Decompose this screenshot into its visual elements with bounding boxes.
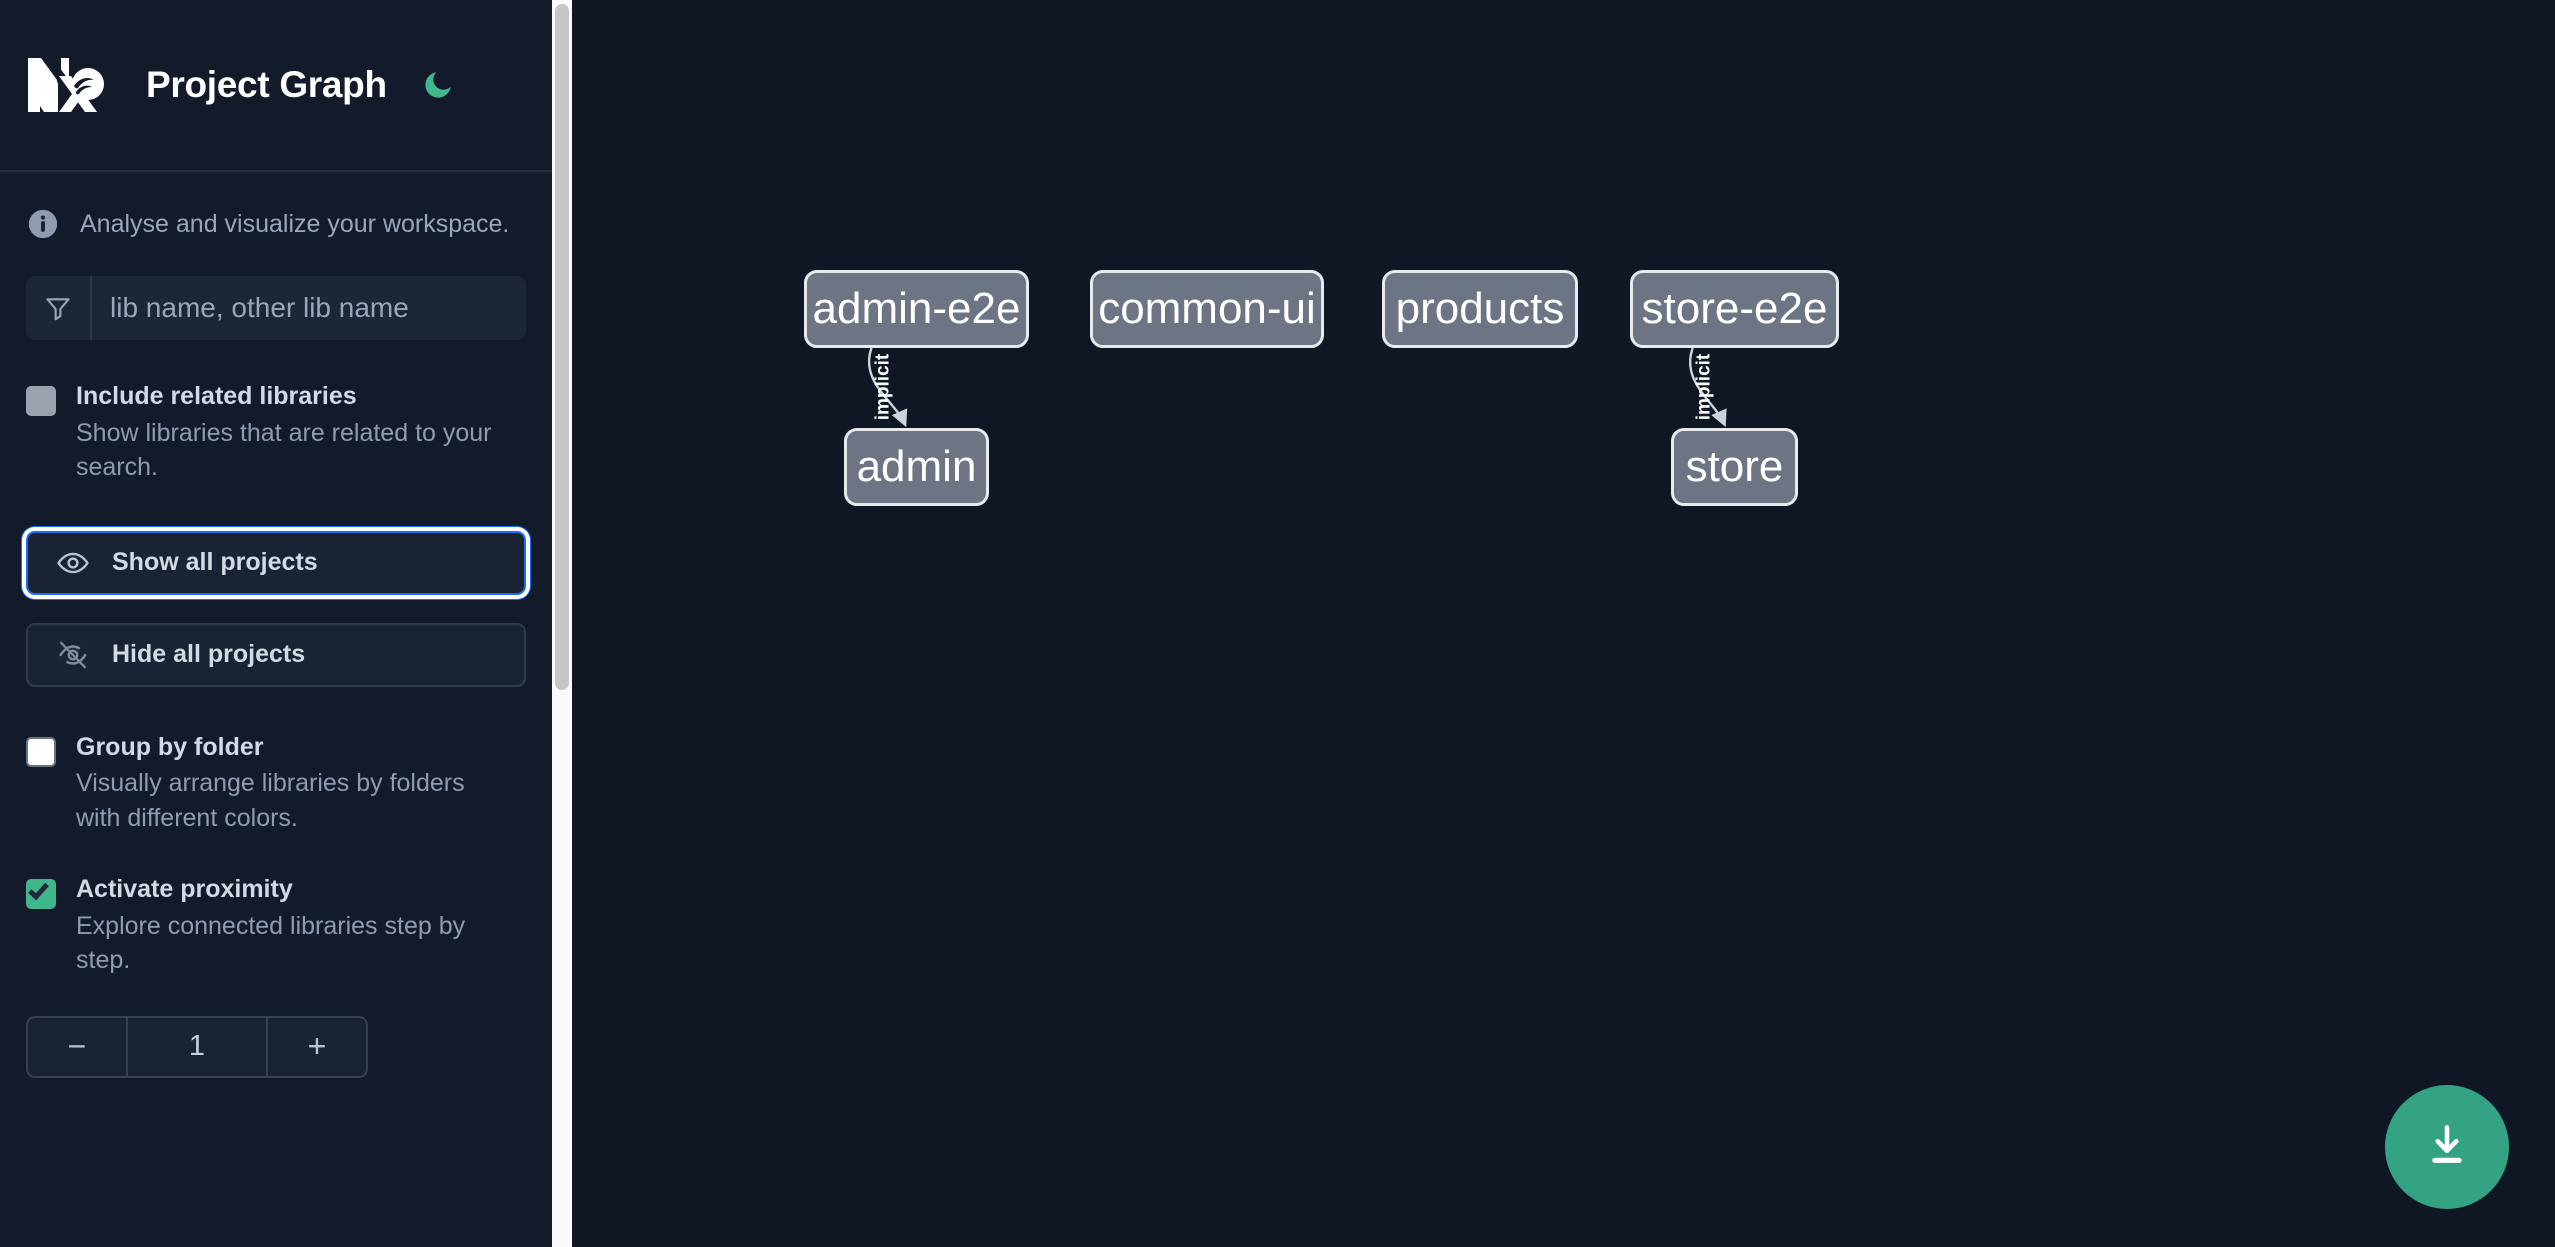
- search-input[interactable]: [92, 276, 526, 340]
- graph-edge-label: implicit: [1692, 353, 1714, 421]
- download-icon: [2421, 1120, 2473, 1175]
- graph-node-store-e2e[interactable]: store-e2e: [1630, 270, 1839, 348]
- graph-edge-store-e2e-to-store: [1689, 347, 1727, 428]
- info-circle-icon: [26, 207, 60, 241]
- show-all-projects-button[interactable]: Show all projects: [26, 530, 526, 595]
- include-related-libraries-description: Show libraries that are related to your …: [76, 418, 492, 482]
- graph-node-label: products: [1395, 284, 1565, 333]
- nx-logo-icon: [26, 56, 118, 114]
- graph-node-admin[interactable]: admin: [844, 428, 989, 506]
- project-visibility-actions: Show all projects Hide all projects: [0, 530, 552, 687]
- eye-off-icon: [56, 638, 90, 672]
- graph-node-store[interactable]: store: [1671, 428, 1798, 506]
- proximity-decrement-button[interactable]: −: [28, 1017, 128, 1076]
- graph-edge-admin-e2e-to-admin: [868, 347, 908, 428]
- proximity-value: 1: [188, 1030, 206, 1062]
- graph-node-label: store-e2e: [1641, 284, 1828, 333]
- group-by-folder-row[interactable]: Group by folder Visually arrange librari…: [0, 731, 552, 836]
- eye-icon: [56, 546, 90, 580]
- filter-funnel-icon[interactable]: [26, 276, 92, 340]
- include-related-libraries-row[interactable]: Include related libraries Show libraries…: [0, 380, 552, 485]
- sidebar-scrollbar-thumb[interactable]: [555, 4, 569, 690]
- activate-proximity-row[interactable]: Activate proximity Explore connected lib…: [0, 873, 552, 978]
- sidebar-scrollbar[interactable]: [552, 0, 572, 1247]
- graph-node-label: store: [1685, 442, 1784, 491]
- activate-proximity-description: Explore connected libraries step by step…: [76, 911, 466, 975]
- checkmark-icon: [28, 878, 49, 901]
- sidebar-info: Analyse and visualize your workspace.: [0, 172, 552, 276]
- activate-proximity-checkbox[interactable]: [26, 878, 56, 909]
- download-graph-button[interactable]: [2385, 1085, 2509, 1209]
- graph-edge-label: implicit: [871, 353, 893, 421]
- graph-edges: [868, 347, 1727, 428]
- sidebar-info-text: Analyse and visualize your workspace.: [80, 209, 510, 238]
- graph-node-admin-e2e[interactable]: admin-e2e: [804, 270, 1029, 348]
- group-by-folder-description: Visually arrange libraries by folders wi…: [76, 769, 465, 832]
- search-container: [0, 276, 552, 340]
- group-by-folder-checkbox[interactable]: [26, 736, 56, 767]
- proximity-increment-button[interactable]: +: [266, 1017, 366, 1076]
- graph-node-label: admin: [856, 442, 977, 491]
- hide-all-projects-label: Hide all projects: [112, 640, 306, 668]
- group-by-folder-label: Group by folder: [76, 732, 264, 761]
- proximity-stepper-container: − 1 +: [0, 1015, 552, 1078]
- graph-node-common-ui[interactable]: common-ui: [1090, 270, 1324, 348]
- graph-node-label: common-ui: [1098, 284, 1316, 333]
- activate-proximity-label: Activate proximity: [76, 875, 293, 903]
- graph-node-label: admin-e2e: [812, 284, 1021, 333]
- include-related-libraries-checkbox[interactable]: [26, 386, 56, 416]
- sidebar: Project Graph Analyse and visualize your…: [0, 0, 552, 1247]
- hide-all-projects-button[interactable]: Hide all projects: [26, 622, 526, 687]
- show-all-projects-label: Show all projects: [112, 548, 318, 576]
- app-title: Project Graph: [146, 64, 387, 105]
- search-box[interactable]: [26, 276, 526, 340]
- include-related-libraries-label: Include related libraries: [76, 382, 357, 410]
- graph-node-products[interactable]: products: [1382, 270, 1578, 348]
- proximity-stepper[interactable]: − 1 +: [26, 1015, 368, 1078]
- moon-icon[interactable]: [415, 62, 461, 108]
- sidebar-header: Project Graph: [0, 0, 552, 172]
- graph-canvas[interactable]: admin-e2e common-ui products store-e2e admin…: [572, 0, 2555, 1247]
